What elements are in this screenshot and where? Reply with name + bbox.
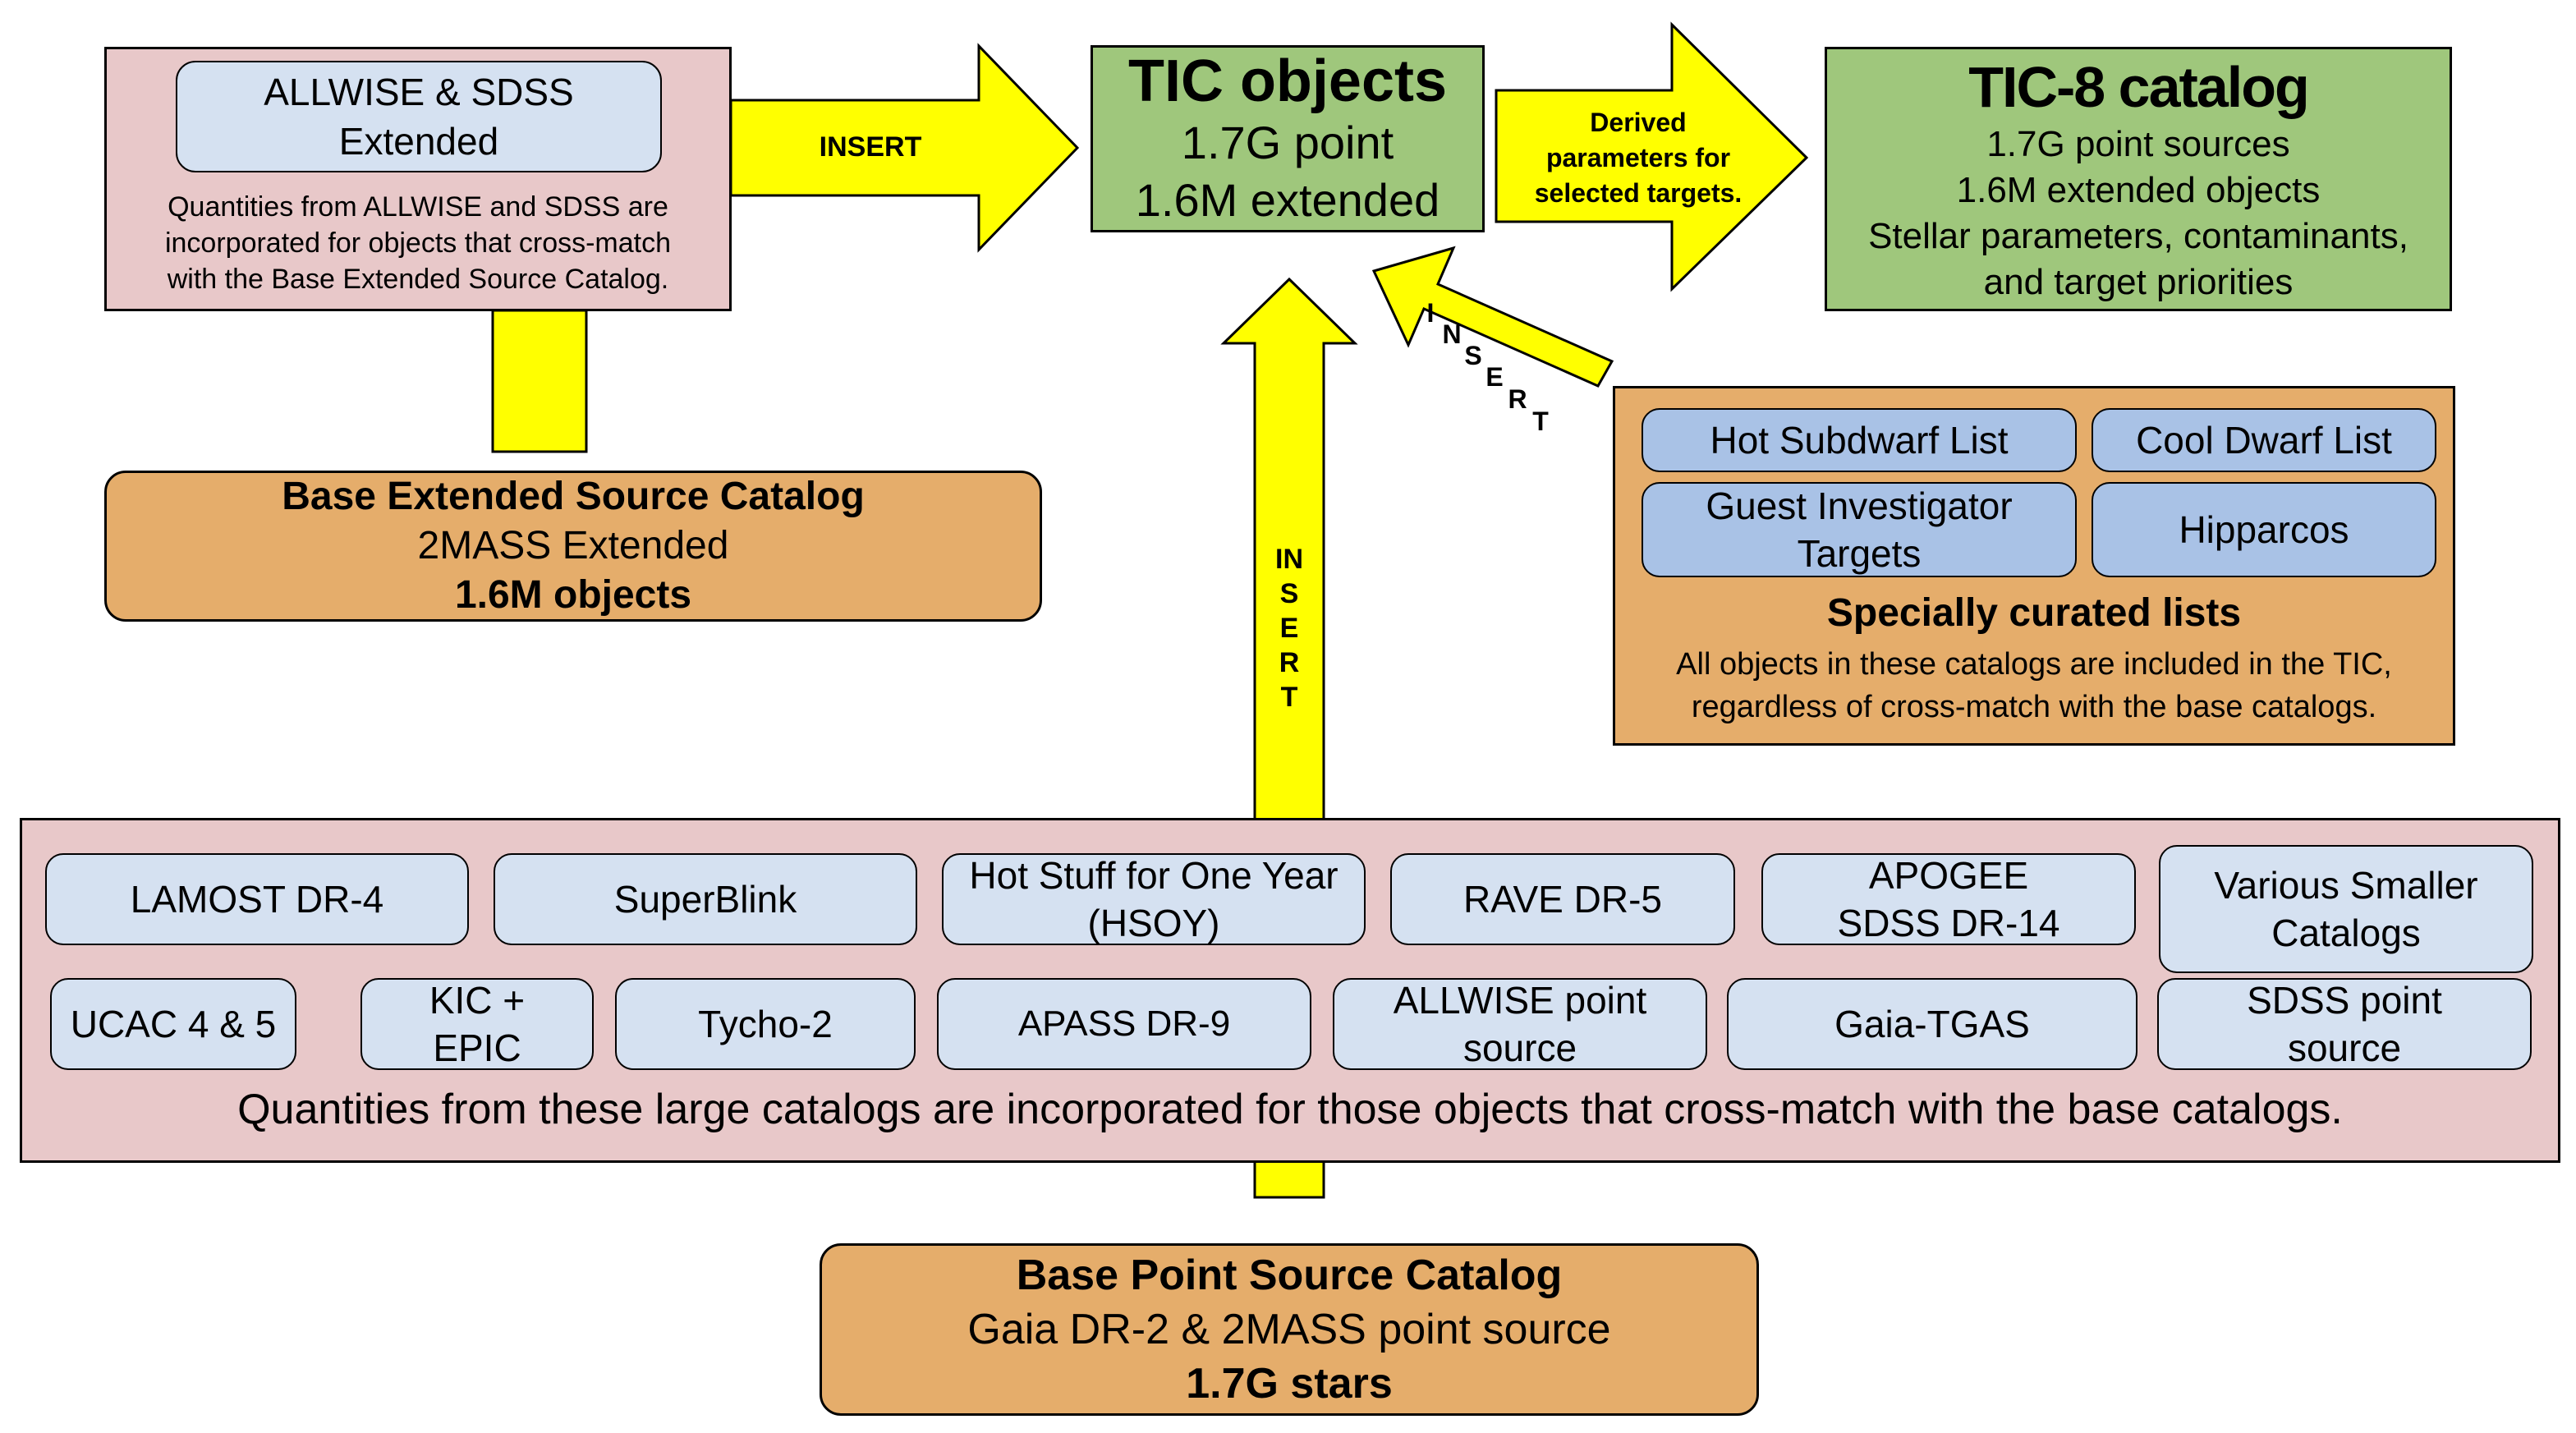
base-extended-line1: 2MASS Extended: [417, 524, 729, 567]
base-point-title: Base Point Source Catalog: [1016, 1252, 1563, 1299]
insert-diagonal-label: I N S E R T: [1427, 298, 1550, 436]
derived-line2: parameters for: [1545, 143, 1731, 172]
catalog-label: RAVE DR-5: [1463, 878, 1662, 921]
insert-arrow-diagonal: [1371, 246, 1614, 388]
curated-item-label: Cool Dwarf List: [2136, 419, 2392, 462]
base-point-line2: 1.7G stars: [1186, 1360, 1393, 1408]
curated-lists-box: Hot Subdwarf List Cool Dwarf List Guest …: [1613, 386, 2455, 746]
curated-item-label: Hot Subdwarf List: [1710, 419, 2009, 462]
derived-label: Derived parameters for selected targets.: [1503, 103, 1774, 214]
catalog-various-smaller: Various Smaller Catalogs: [2159, 845, 2533, 973]
allwise-desc-line2: incorporated for objects that cross-matc…: [164, 227, 672, 259]
tic8-line2: 1.6M extended objects: [1956, 170, 2321, 210]
catalog-kic-epic: KIC + EPIC: [360, 978, 594, 1070]
diag-letter: E: [1485, 362, 1503, 392]
derived-line1: Derived: [1590, 108, 1687, 137]
diag-letter: R: [1508, 384, 1527, 414]
tic8-title: TIC-8 catalog: [1968, 55, 2310, 119]
insert-arrow-right: [729, 43, 1080, 253]
insert-label-horizontal: INSERT: [819, 131, 922, 163]
tic-objects-line1: 1.7G point: [1181, 117, 1394, 168]
catalog-rave: RAVE DR-5: [1390, 853, 1735, 945]
catalog-superblink: SuperBlink: [494, 853, 917, 945]
catalog-label: Hot Stuff for One Year (HSOY): [969, 854, 1339, 944]
tic8-catalog-box: TIC-8 catalog 1.7G point sources 1.6M ex…: [1825, 47, 2452, 311]
curated-title: Specially curated lists: [1826, 590, 2242, 635]
diag-letter: N: [1442, 319, 1461, 349]
catalog-lamost: LAMOST DR-4: [45, 853, 469, 945]
base-extended-catalog-box: Base Extended Source Catalog 2MASS Exten…: [104, 471, 1042, 622]
large-catalogs-description: Quantities from these large catalogs are…: [237, 1086, 2343, 1133]
allwise-desc-line1: Quantities from ALLWISE and SDSS are: [168, 191, 668, 223]
catalog-apogee: APOGEE SDSS DR-14: [1761, 853, 2136, 945]
catalog-hsoy: Hot Stuff for One Year (HSOY): [942, 853, 1366, 945]
diag-letter: S: [1464, 341, 1481, 370]
connector-allwise-base-extended: [491, 309, 588, 453]
curated-item-cool-dwarf: Cool Dwarf List: [2092, 408, 2436, 472]
tic-objects-box: TIC objects 1.7G point 1.6M extended: [1091, 45, 1485, 232]
catalog-label: SDSS point source: [2247, 979, 2442, 1069]
curated-description: All objects in these catalogs are includ…: [1615, 641, 2453, 730]
allwise-inner-line1: ALLWISE & SDSS: [264, 71, 574, 113]
curated-item-hot-subdwarf: Hot Subdwarf List: [1642, 408, 2077, 472]
catalog-label: APOGEE SDSS DR-14: [1837, 854, 2060, 944]
catalog-label: UCAC 4 & 5: [70, 1003, 277, 1045]
insert-label-vertical: INSERT: [1275, 544, 1303, 713]
large-catalogs-box: LAMOST DR-4 SuperBlink Hot Stuff for One…: [20, 818, 2560, 1163]
curated-item-label: Hipparcos: [2179, 508, 2349, 551]
allwise-sdss-box: ALLWISE & SDSS Extended Quantities from …: [104, 47, 732, 311]
catalog-label: ALLWISE point source: [1393, 979, 1647, 1069]
tic8-line1: 1.7G point sources: [1986, 124, 2290, 164]
allwise-description: Quantities from ALLWISE and SDSS are inc…: [107, 186, 729, 301]
base-extended-title: Base Extended Source Catalog: [282, 475, 865, 518]
base-extended-line2: 1.6M objects: [454, 573, 692, 617]
base-point-line1: Gaia DR-2 & 2MASS point source: [967, 1306, 1611, 1353]
tic8-line3: Stellar parameters, contaminants,: [1868, 216, 2408, 256]
catalog-label: Tycho-2: [698, 1003, 833, 1045]
curated-desc-line2: regardless of cross-match with the base …: [1691, 690, 2377, 724]
curated-item-label: Guest Investigator Targets: [1706, 485, 2013, 575]
allwise-inner-line2: Extended: [338, 120, 499, 163]
catalog-tycho: Tycho-2: [615, 978, 916, 1070]
connector-base-point: [1253, 1160, 1325, 1199]
diag-letter: T: [1532, 406, 1549, 436]
insert-arrow-up: [1220, 277, 1358, 821]
allwise-desc-line3: with the Base Extended Source Catalog.: [167, 264, 669, 295]
base-point-catalog-box: Base Point Source Catalog Gaia DR-2 & 2M…: [820, 1243, 1759, 1416]
tic-objects-title: TIC objects: [1127, 48, 1448, 114]
curated-item-hipparcos: Hipparcos: [2092, 482, 2436, 577]
catalog-label: Various Smaller Catalogs: [2214, 864, 2478, 954]
tic8-line4: and target priorities: [1983, 262, 2294, 302]
derived-arrow: [1495, 21, 1809, 292]
allwise-sdss-extended-label: ALLWISE & SDSS Extended: [176, 61, 662, 172]
catalog-sdss-point: SDSS point source: [2157, 978, 2532, 1070]
tic-objects-line2: 1.6M extended: [1135, 174, 1440, 226]
catalog-label: SuperBlink: [613, 878, 797, 921]
derived-line3: selected targets.: [1534, 178, 1743, 208]
catalog-label: Gaia-TGAS: [1834, 1003, 2030, 1045]
catalog-gaia-tgas: Gaia-TGAS: [1727, 978, 2137, 1070]
diag-letter: I: [1427, 298, 1435, 328]
catalog-label: APASS DR-9: [1017, 1004, 1231, 1044]
catalog-ucac: UCAC 4 & 5: [50, 978, 296, 1070]
catalog-apass: APASS DR-9: [937, 978, 1311, 1070]
curated-item-guest-investigator: Guest Investigator Targets: [1642, 482, 2077, 577]
catalog-allwise-point: ALLWISE point source: [1333, 978, 1707, 1070]
curated-desc-line1: All objects in these catalogs are includ…: [1676, 647, 2392, 682]
catalog-label: KIC + EPIC: [429, 979, 526, 1069]
catalog-label: LAMOST DR-4: [130, 878, 384, 921]
